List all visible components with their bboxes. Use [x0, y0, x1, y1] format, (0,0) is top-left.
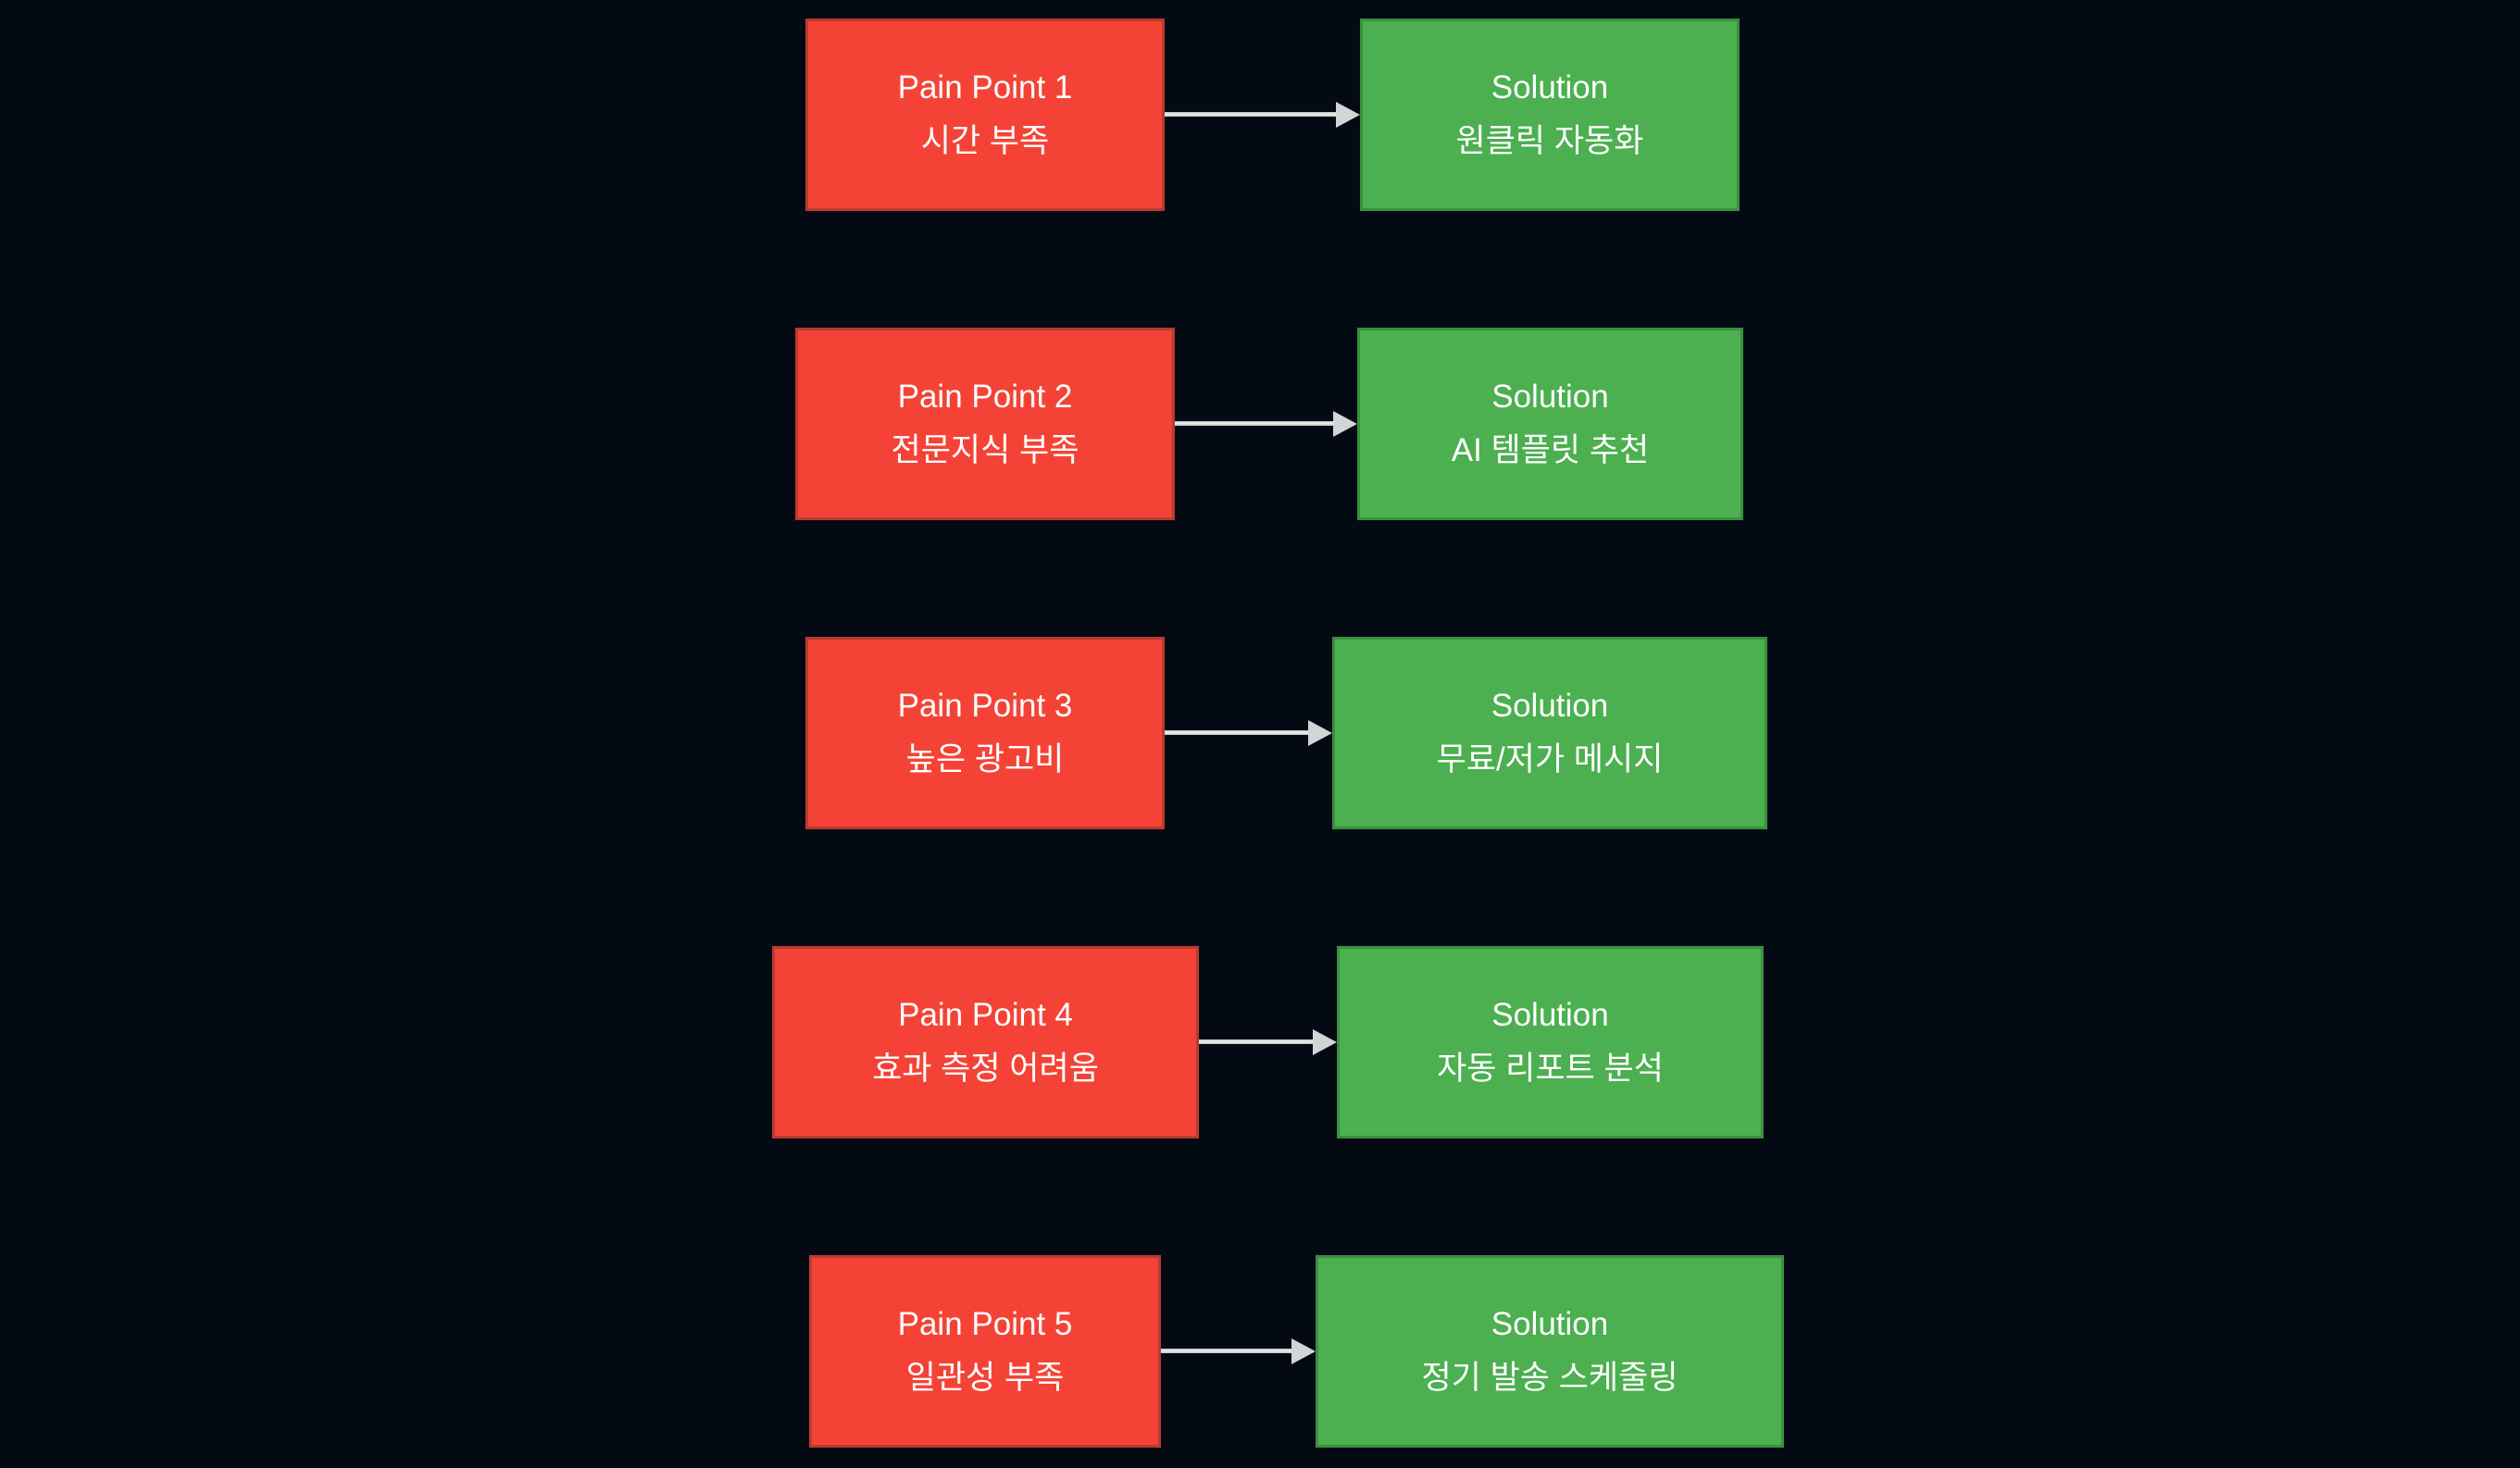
arrowhead-icon — [1291, 1338, 1316, 1364]
arrowhead-icon — [1313, 1029, 1337, 1055]
flow-row-1: Pain Point 1 시간 부족 Solution 원클릭 자동화 — [0, 19, 2520, 211]
arrow-shaft — [1199, 1039, 1318, 1044]
solution-subtitle: 정기 발송 스케줄링 — [1421, 1360, 1678, 1396]
pain-point-box-4: Pain Point 4 효과 측정 어려움 — [772, 946, 1199, 1138]
solution-title: Solution — [1491, 688, 1609, 724]
solution-title: Solution — [1491, 1306, 1609, 1342]
arrowhead-icon — [1308, 720, 1332, 746]
pain-point-subtitle: 시간 부족 — [920, 123, 1050, 159]
solution-box-3: Solution 무료/저가 메시지 — [1332, 637, 1767, 829]
solution-title: Solution — [1491, 379, 1609, 415]
solution-box-2: Solution AI 템플릿 추천 — [1357, 328, 1743, 520]
flow-arrow-5 — [1161, 1255, 1316, 1448]
solution-title: Solution — [1491, 69, 1609, 106]
solution-box-4: Solution 자동 리포트 분석 — [1337, 946, 1764, 1138]
solution-box-5: Solution 정기 발송 스케줄링 — [1316, 1255, 1784, 1448]
pain-point-box-2: Pain Point 2 전문지식 부족 — [795, 328, 1175, 520]
flow-arrow-3 — [1165, 637, 1332, 829]
flow-arrow-2 — [1175, 328, 1357, 520]
solution-subtitle: 무료/저가 메시지 — [1436, 741, 1664, 778]
pain-point-subtitle: 높은 광고비 — [905, 741, 1065, 778]
flow-arrow-4 — [1199, 946, 1337, 1138]
pain-point-box-1: Pain Point 1 시간 부족 — [805, 19, 1165, 211]
pain-point-subtitle: 효과 측정 어려움 — [872, 1051, 1099, 1087]
pain-point-subtitle: 전문지식 부족 — [891, 432, 1079, 468]
solution-subtitle: AI 템플릿 추천 — [1451, 432, 1650, 468]
pain-point-title: Pain Point 4 — [898, 997, 1073, 1033]
flow-row-4: Pain Point 4 효과 측정 어려움 Solution 자동 리포트 분… — [0, 946, 2520, 1138]
flow-row-2: Pain Point 2 전문지식 부족 Solution AI 템플릿 추천 — [0, 328, 2520, 520]
arrow-shaft — [1175, 421, 1339, 426]
arrow-shaft — [1161, 1349, 1297, 1353]
pain-point-title: Pain Point 5 — [897, 1306, 1073, 1342]
pain-point-title: Pain Point 1 — [897, 69, 1073, 106]
pain-point-title: Pain Point 3 — [897, 688, 1073, 724]
flow-row-5: Pain Point 5 일관성 부족 Solution 정기 발송 스케줄링 — [0, 1255, 2520, 1448]
flow-arrow-1 — [1165, 19, 1360, 211]
arrowhead-icon — [1336, 102, 1360, 128]
solution-box-1: Solution 원클릭 자동화 — [1360, 19, 1740, 211]
solution-title: Solution — [1491, 997, 1609, 1033]
arrow-shaft — [1165, 112, 1341, 117]
pain-point-box-5: Pain Point 5 일관성 부족 — [809, 1255, 1161, 1448]
pain-point-box-3: Pain Point 3 높은 광고비 — [805, 637, 1165, 829]
solution-subtitle: 원클릭 자동화 — [1455, 123, 1644, 159]
arrowhead-icon — [1333, 411, 1357, 437]
flow-row-3: Pain Point 3 높은 광고비 Solution 무료/저가 메시지 — [0, 637, 2520, 829]
solution-subtitle: 자동 리포트 분석 — [1437, 1051, 1664, 1087]
pain-point-subtitle: 일관성 부족 — [905, 1360, 1065, 1396]
pain-point-title: Pain Point 2 — [897, 379, 1073, 415]
arrow-shaft — [1165, 730, 1314, 735]
